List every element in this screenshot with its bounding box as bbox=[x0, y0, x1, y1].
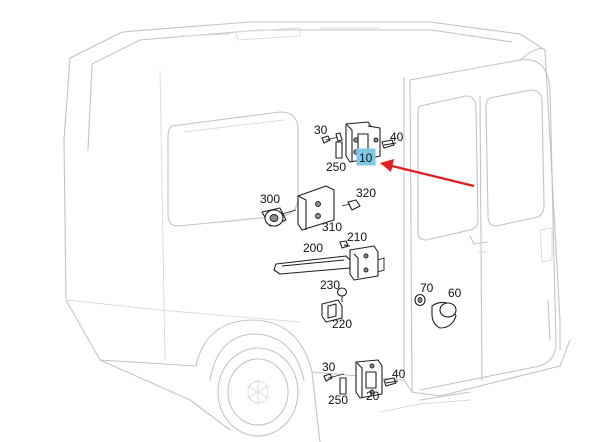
label-30-top[interactable]: 30 bbox=[314, 123, 328, 137]
label-310[interactable]: 310 bbox=[322, 220, 342, 234]
nut-320 bbox=[341, 199, 361, 211]
label-300[interactable]: 300 bbox=[260, 192, 280, 206]
label-200[interactable]: 200 bbox=[303, 241, 323, 255]
screw-230 bbox=[336, 287, 348, 302]
bolt-40-top bbox=[381, 139, 397, 149]
label-10-highlighted[interactable]: 10 bbox=[359, 151, 373, 165]
label-250-bottom[interactable]: 250 bbox=[328, 393, 348, 407]
label-40-bottom[interactable]: 40 bbox=[392, 367, 406, 381]
door-check-strap bbox=[273, 245, 385, 281]
label-40-top[interactable]: 40 bbox=[390, 130, 404, 144]
label-210[interactable]: 210 bbox=[347, 230, 367, 244]
label-250-top[interactable]: 250 bbox=[326, 160, 346, 174]
pointer-arrow bbox=[380, 159, 475, 188]
sleeve-250-bottom bbox=[339, 377, 347, 395]
striker-220 bbox=[321, 299, 343, 323]
rubber-buffer-300 bbox=[261, 207, 297, 227]
lower-hinge bbox=[355, 359, 383, 399]
grommet-70 bbox=[414, 293, 426, 307]
label-60[interactable]: 60 bbox=[448, 286, 462, 300]
bolt-40-bottom bbox=[383, 377, 399, 387]
pin-30-bottom bbox=[323, 373, 345, 382]
label-220[interactable]: 220 bbox=[332, 317, 352, 331]
label-320[interactable]: 320 bbox=[356, 186, 376, 200]
label-70[interactable]: 70 bbox=[420, 281, 434, 295]
bolt-210 bbox=[339, 240, 351, 249]
bumper-stop-60 bbox=[431, 301, 457, 329]
label-20[interactable]: 20 bbox=[366, 389, 380, 403]
label-230[interactable]: 230 bbox=[320, 278, 340, 292]
highlight-box-10 bbox=[356, 148, 376, 166]
pin-30-top bbox=[321, 132, 343, 144]
sleeve-250-top bbox=[335, 141, 343, 159]
door-check-bracket bbox=[297, 185, 335, 231]
label-30-bottom[interactable]: 30 bbox=[322, 360, 336, 374]
van-body-outline bbox=[63, 21, 571, 442]
